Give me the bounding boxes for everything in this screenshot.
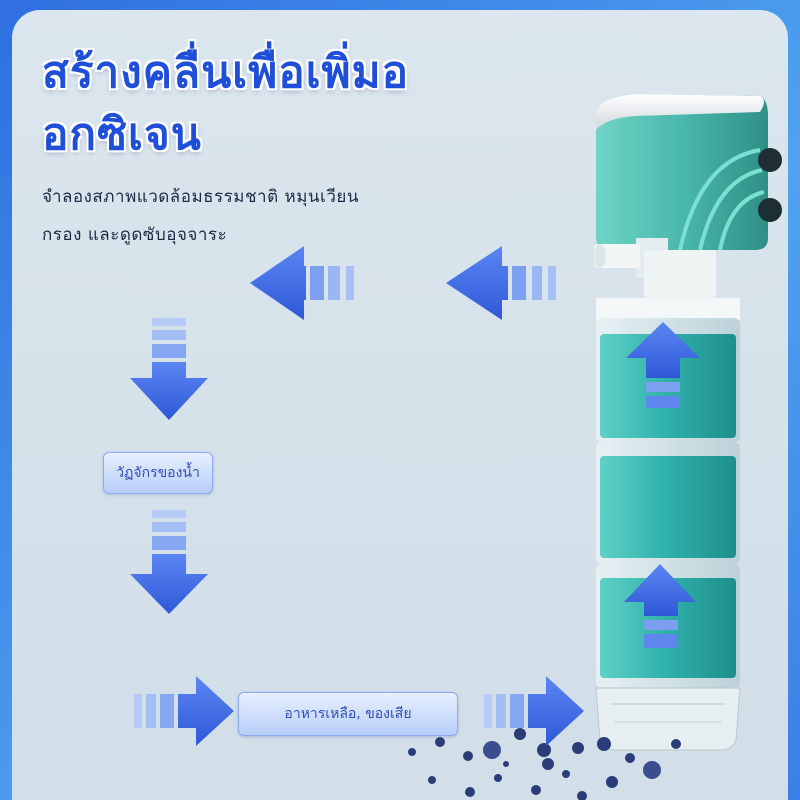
headline: สร้างคลื่นเพื่อเพิ่มอ อกซิเจน [42, 42, 482, 166]
arrow-up-icon [624, 564, 696, 648]
arrow-down-icon [130, 510, 208, 614]
filter-base-intake [595, 687, 741, 751]
filter-chamber-middle [596, 442, 740, 564]
arrow-right-icon [484, 676, 584, 746]
arrow-up-icon [626, 322, 700, 408]
water-outlet-nozzle [594, 238, 716, 306]
filter-connector [596, 298, 740, 320]
waste-label: อาหารเหลือ, ของเสีย [238, 692, 458, 736]
arrow-left-icon [446, 246, 556, 320]
arrow-left-icon [250, 246, 354, 320]
description-line-1: จำลองสภาพแวดล้อมธรรมชาติ หมุนเวียน [42, 187, 359, 207]
arrow-down-icon [130, 318, 208, 420]
filter-chamber-top [596, 318, 740, 442]
headline-line-2: อกซิเจน [42, 109, 202, 160]
description-line-2: กรอง และดูดซับอุจจาระ [42, 225, 228, 245]
arrow-right-icon [134, 676, 234, 746]
pump-motor [596, 94, 782, 251]
water-cycle-label: วัฏจักรของน้ำ [103, 452, 213, 494]
debris-particles [408, 728, 681, 800]
description: จำลองสภาพแวดล้อมธรรมชาติ หมุนเวียน กรอง … [42, 178, 472, 254]
headline-line-1: สร้างคลื่นเพื่อเพิ่มอ [42, 47, 410, 98]
